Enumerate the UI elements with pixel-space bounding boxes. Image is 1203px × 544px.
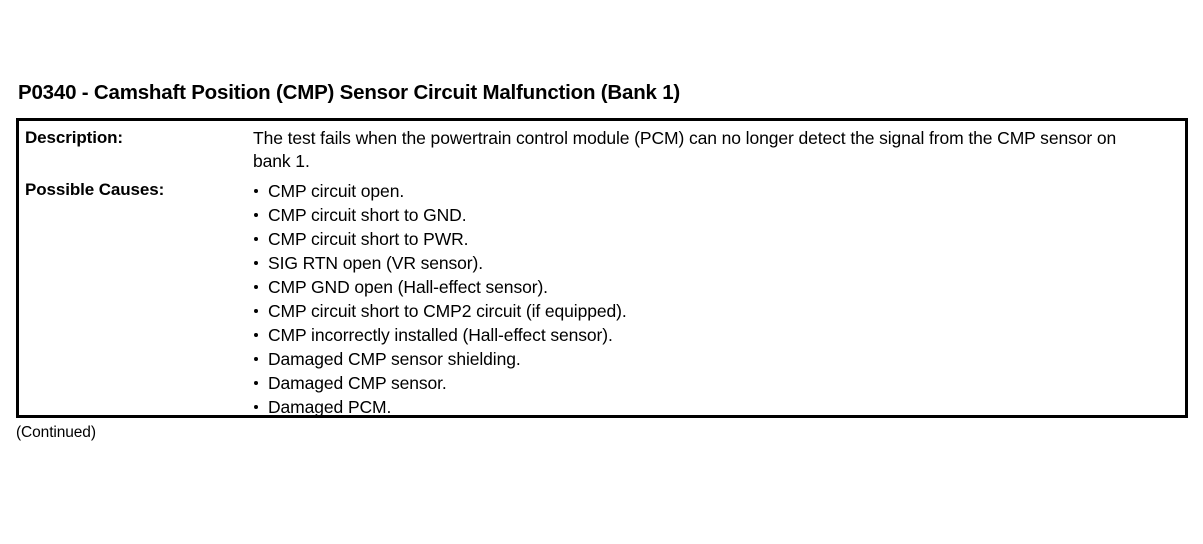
bullet-icon (254, 213, 258, 217)
page-title: P0340 - Camshaft Position (CMP) Sensor C… (18, 81, 681, 104)
bullet-icon (254, 189, 258, 193)
list-item: Damaged PCM. (253, 395, 1185, 419)
list-item: CMP circuit open. (253, 179, 1185, 203)
bullet-icon (254, 309, 258, 313)
continued-note: (Continued) (16, 424, 96, 441)
fault-code-table: Description: The test fails when the pow… (16, 118, 1188, 418)
possible-causes-label: Possible Causes: (25, 180, 165, 199)
list-item-label: CMP circuit open. (268, 181, 405, 201)
list-item-label: Damaged CMP sensor shielding. (268, 349, 521, 369)
list-item-label: Damaged PCM. (268, 397, 392, 417)
description-label: Description: (25, 128, 123, 147)
possible-causes-list: CMP circuit open. CMP circuit short to GN… (253, 179, 1185, 419)
list-item: CMP incorrectly installed (Hall-effect s… (253, 323, 1185, 347)
list-item: Damaged CMP sensor shielding. (253, 347, 1185, 371)
table-row: Description: The test fails when the pow… (19, 127, 1185, 173)
list-item-label: CMP circuit short to CMP2 circuit (if eq… (268, 301, 627, 321)
list-item-label: CMP circuit short to GND. (268, 205, 467, 225)
list-item-label: CMP GND open (Hall-effect sensor). (268, 277, 548, 297)
bullet-icon (254, 261, 258, 265)
bullet-icon (254, 333, 258, 337)
list-item: CMP circuit short to PWR. (253, 227, 1185, 251)
list-item: CMP GND open (Hall-effect sensor). (253, 275, 1185, 299)
list-item: SIG RTN open (VR sensor). (253, 251, 1185, 275)
bullet-icon (254, 381, 258, 385)
table-row: Possible Causes: CMP circuit open.CMP ci… (19, 179, 1185, 419)
bullet-icon (254, 357, 258, 361)
list-item: CMP circuit short to CMP2 circuit (if eq… (253, 299, 1185, 323)
list-item: Damaged CMP sensor. (253, 371, 1185, 395)
list-item-label: SIG RTN open (VR sensor). (268, 253, 484, 273)
list-item-label: CMP incorrectly installed (Hall-effect s… (268, 325, 613, 345)
bullet-icon (254, 237, 258, 241)
bullet-icon (254, 405, 258, 409)
list-item-label: Damaged CMP sensor. (268, 373, 447, 393)
description-text: The test fails when the powertrain contr… (253, 128, 1117, 171)
bullet-icon (254, 285, 258, 289)
list-item-label: CMP circuit short to PWR. (268, 229, 469, 249)
list-item: CMP circuit short to GND. (253, 203, 1185, 227)
